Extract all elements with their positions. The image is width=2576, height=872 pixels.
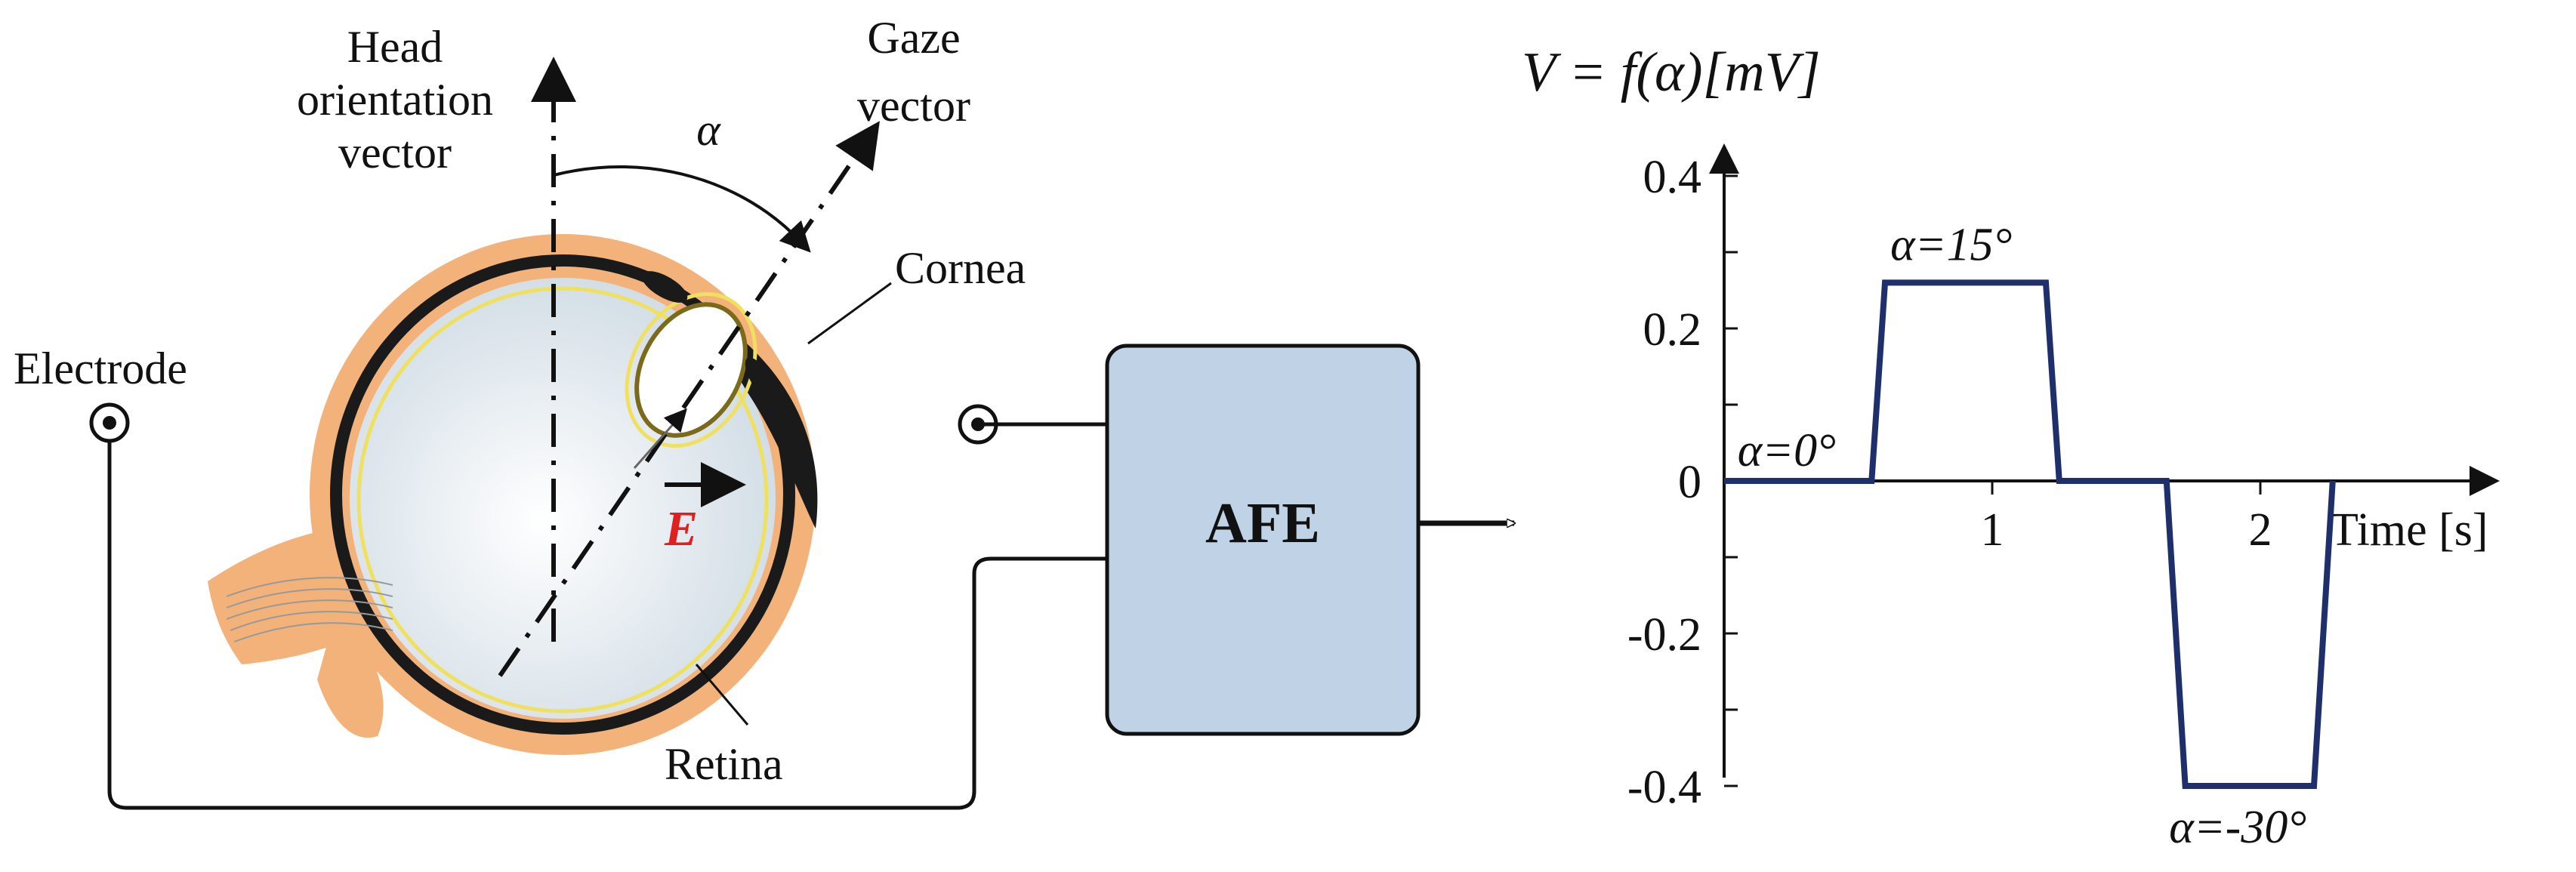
gaze-label-line1: Gaze [867, 13, 960, 63]
chart-title: V = f(α)[mV] [1522, 42, 1821, 103]
y-tick-label: 0.4 [1643, 152, 1702, 203]
alpha-arc [553, 165, 811, 253]
y-tick-label: 0 [1678, 457, 1701, 508]
annotation-alpha-0: α=0° [1738, 425, 1836, 476]
x-tick-label: 1 [1981, 504, 2004, 556]
annotation-alpha-15: α=15° [1890, 219, 2012, 270]
y-tick-label: -0.4 [1627, 762, 1701, 813]
lens-ring [625, 291, 757, 448]
afe-block [1105, 344, 1421, 736]
signal-series-line [1724, 279, 2336, 789]
y-ticks: 0.4 0.2 0 -0.2 -0.4 [1627, 152, 1738, 813]
iris-top [641, 271, 688, 303]
eye-sclera [330, 254, 795, 735]
field-vector-label: E [664, 501, 698, 556]
gaze-label-line2: vector [857, 81, 970, 131]
electrode-left [89, 402, 130, 443]
retina-leader [695, 664, 749, 726]
wire-left-electrode [107, 441, 1146, 810]
retina-line [356, 286, 769, 713]
annotation-alpha-neg30: α=-30° [2169, 802, 2306, 853]
cornea-label: Cornea [895, 243, 1026, 293]
cornea-shape [683, 298, 818, 528]
y-tick-label: 0.2 [1643, 304, 1702, 356]
electrode-label: Electrode [14, 344, 187, 393]
optic-nerve-stalk [317, 612, 384, 738]
head-label-line1: Head [347, 22, 443, 72]
head-label-line2: orientation [297, 75, 493, 125]
head-label-line3: vector [338, 128, 452, 177]
alpha-label: α [696, 105, 721, 155]
x-tick-label: 2 [2249, 504, 2272, 556]
cornea-leader [807, 282, 892, 345]
retina-fibers [226, 577, 393, 642]
retina-label: Retina [665, 739, 783, 789]
iris-bottom [745, 357, 773, 398]
eye-illustration [208, 234, 818, 755]
lens [634, 302, 748, 438]
y-tick-label: -0.2 [1627, 609, 1701, 661]
afe-label: AFE [1205, 491, 1320, 555]
x-axis-label: Time [s] [2330, 504, 2488, 556]
lens-arrow [633, 408, 687, 469]
